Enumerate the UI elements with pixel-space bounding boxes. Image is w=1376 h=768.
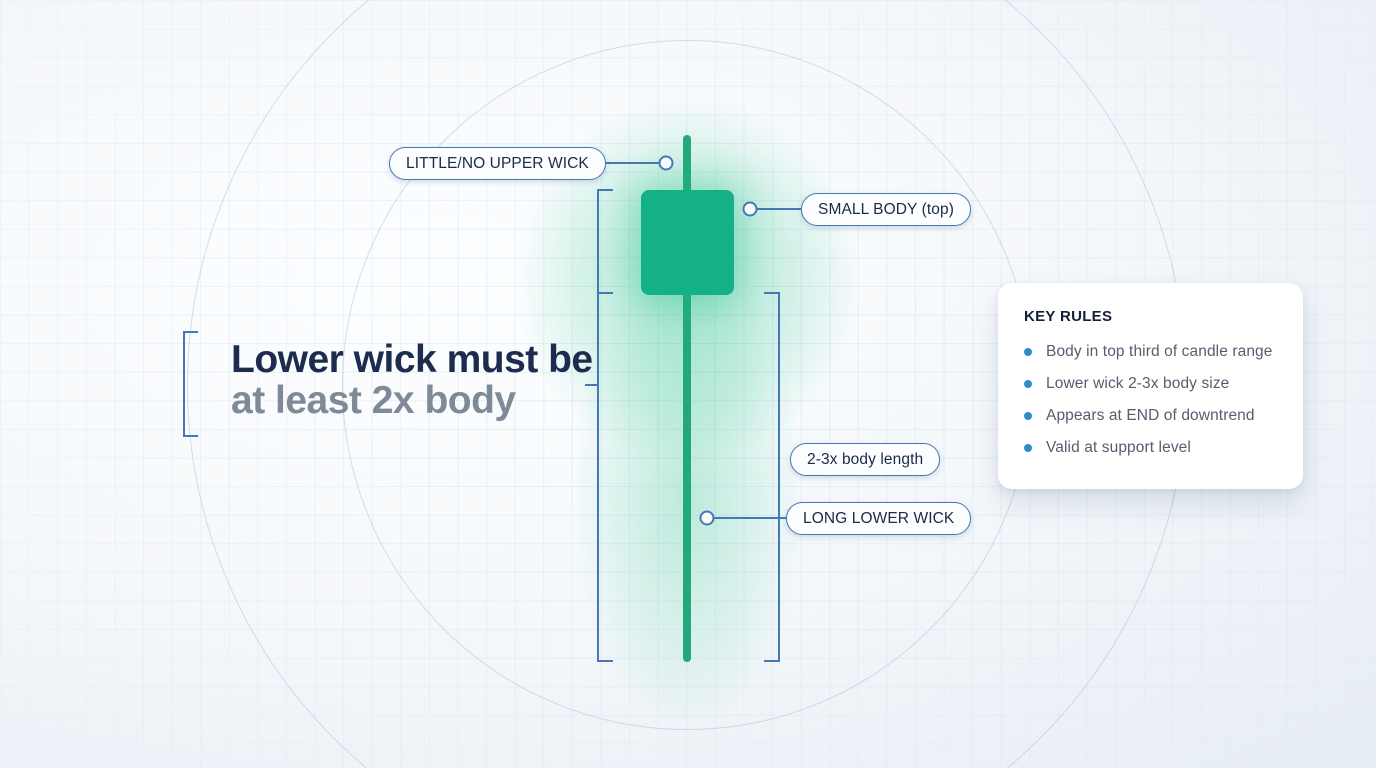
callout-small-body: SMALL BODY (top) [801,193,971,226]
key-rule-item: Appears at END of downtrend [1024,405,1277,426]
callout-small-body-label: SMALL BODY (top) [818,200,954,218]
bullet-dot-icon [1024,347,1032,356]
key-rule-text: Lower wick 2-3x body size [1046,374,1230,392]
key-rule-text: Valid at support level [1046,438,1191,456]
callout-lower-wick-label: LONG LOWER WICK [803,509,955,527]
key-rules-list: Body in top third of candle range Lower … [1024,341,1277,458]
candle-wick [683,135,691,662]
key-rule-item: Valid at support level [1024,437,1277,458]
key-rule-item: Lower wick 2-3x body size [1024,373,1277,394]
key-rules-card: KEY RULES Body in top third of candle ra… [998,283,1303,489]
key-rule-item: Body in top third of candle range [1024,341,1277,362]
heading-line-1: Lower wick must be [231,338,593,381]
callout-wick-length-label: 2-3x body length [807,450,924,468]
callout-upper-wick: LITTLE/NO UPPER WICK [389,147,606,180]
key-rule-text: Body in top third of candle range [1046,342,1273,360]
key-rules-title: KEY RULES [1024,308,1113,325]
bullet-dot-icon [1024,443,1032,452]
callout-upper-wick-label: LITTLE/NO UPPER WICK [406,154,589,172]
candle-body [641,190,734,295]
key-rule-text: Appears at END of downtrend [1046,406,1255,424]
heading-line-2: at least 2x body [231,379,516,422]
callout-lower-wick: LONG LOWER WICK [786,502,972,535]
callout-wick-length: 2-3x body length [790,443,941,476]
bullet-dot-icon [1024,411,1032,420]
heading: Lower wick must be at least 2x body [231,339,593,421]
bullet-dot-icon [1024,379,1032,388]
